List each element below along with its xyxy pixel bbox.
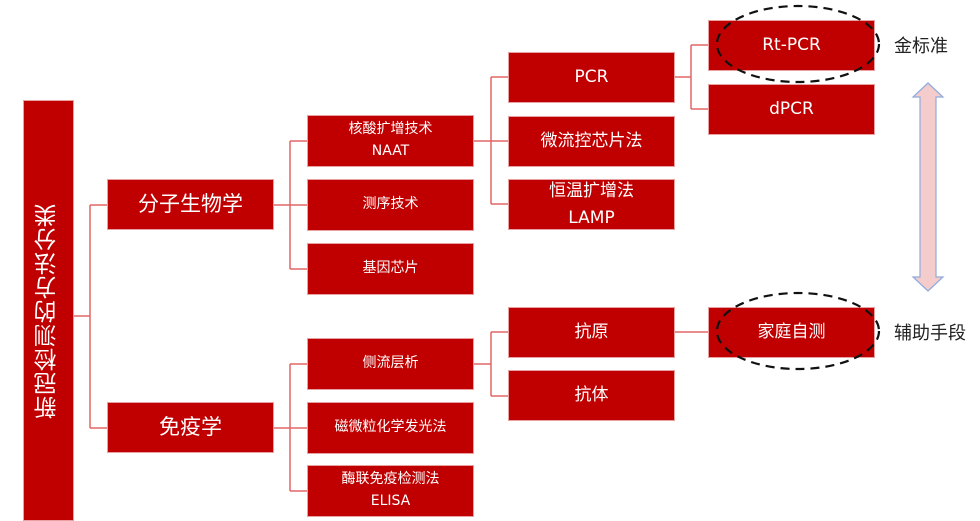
node-lamp: 恒温扩增法 LAMP: [508, 179, 675, 230]
label-gold-standard: 金标准: [894, 36, 948, 57]
label-auxiliary: 辅助手段: [894, 323, 966, 344]
node-rt-pcr: Rt-PCR: [708, 20, 875, 71]
node-gene-chip: 基因芯片: [307, 243, 474, 295]
node-immunology: 免疫学: [107, 402, 274, 453]
node-elisa: 酶联免疫检测法 ELISA: [307, 465, 474, 517]
connector-lateral-flow: [474, 331, 508, 397]
connector-pcr: [675, 44, 708, 110]
naat-line1: 核酸扩增技术: [348, 121, 433, 138]
node-dpcr: dPCR: [708, 84, 875, 135]
node-pcr: PCR: [508, 52, 675, 103]
node-home-test: 家庭自测: [708, 307, 875, 358]
naat-line2: NAAT: [371, 143, 410, 159]
node-antibody: 抗体: [508, 370, 675, 421]
highlight-ellipse-rt-pcr: [715, 4, 881, 84]
elisa-line2: ELISA: [370, 493, 411, 509]
double-arrow-icon: [911, 82, 945, 292]
node-lateral-flow: 侧流层析: [307, 338, 474, 390]
connector-immunology: [274, 363, 307, 492]
node-antigen: 抗原: [508, 307, 675, 358]
connector-naat: [474, 76, 508, 205]
node-molecular: 分子生物学: [107, 179, 274, 230]
node-naat: 核酸扩增技术 NAAT: [307, 115, 474, 167]
connector-molecular: [274, 140, 307, 270]
node-microfluidic: 微流控芯片法: [508, 116, 675, 167]
elisa-line1: 酶联免疫检测法: [341, 471, 440, 488]
highlight-ellipse-home-test: [715, 291, 881, 371]
root-node: 新冠检测的方法分类: [23, 100, 74, 521]
node-chemiluminescence: 磁微粒化学发光法: [307, 402, 474, 454]
node-sequencing: 测序技术: [307, 179, 474, 231]
lamp-line2: LAMP: [568, 207, 615, 228]
connector-root: [74, 204, 107, 429]
lamp-line1: 恒温扩增法: [549, 181, 634, 202]
